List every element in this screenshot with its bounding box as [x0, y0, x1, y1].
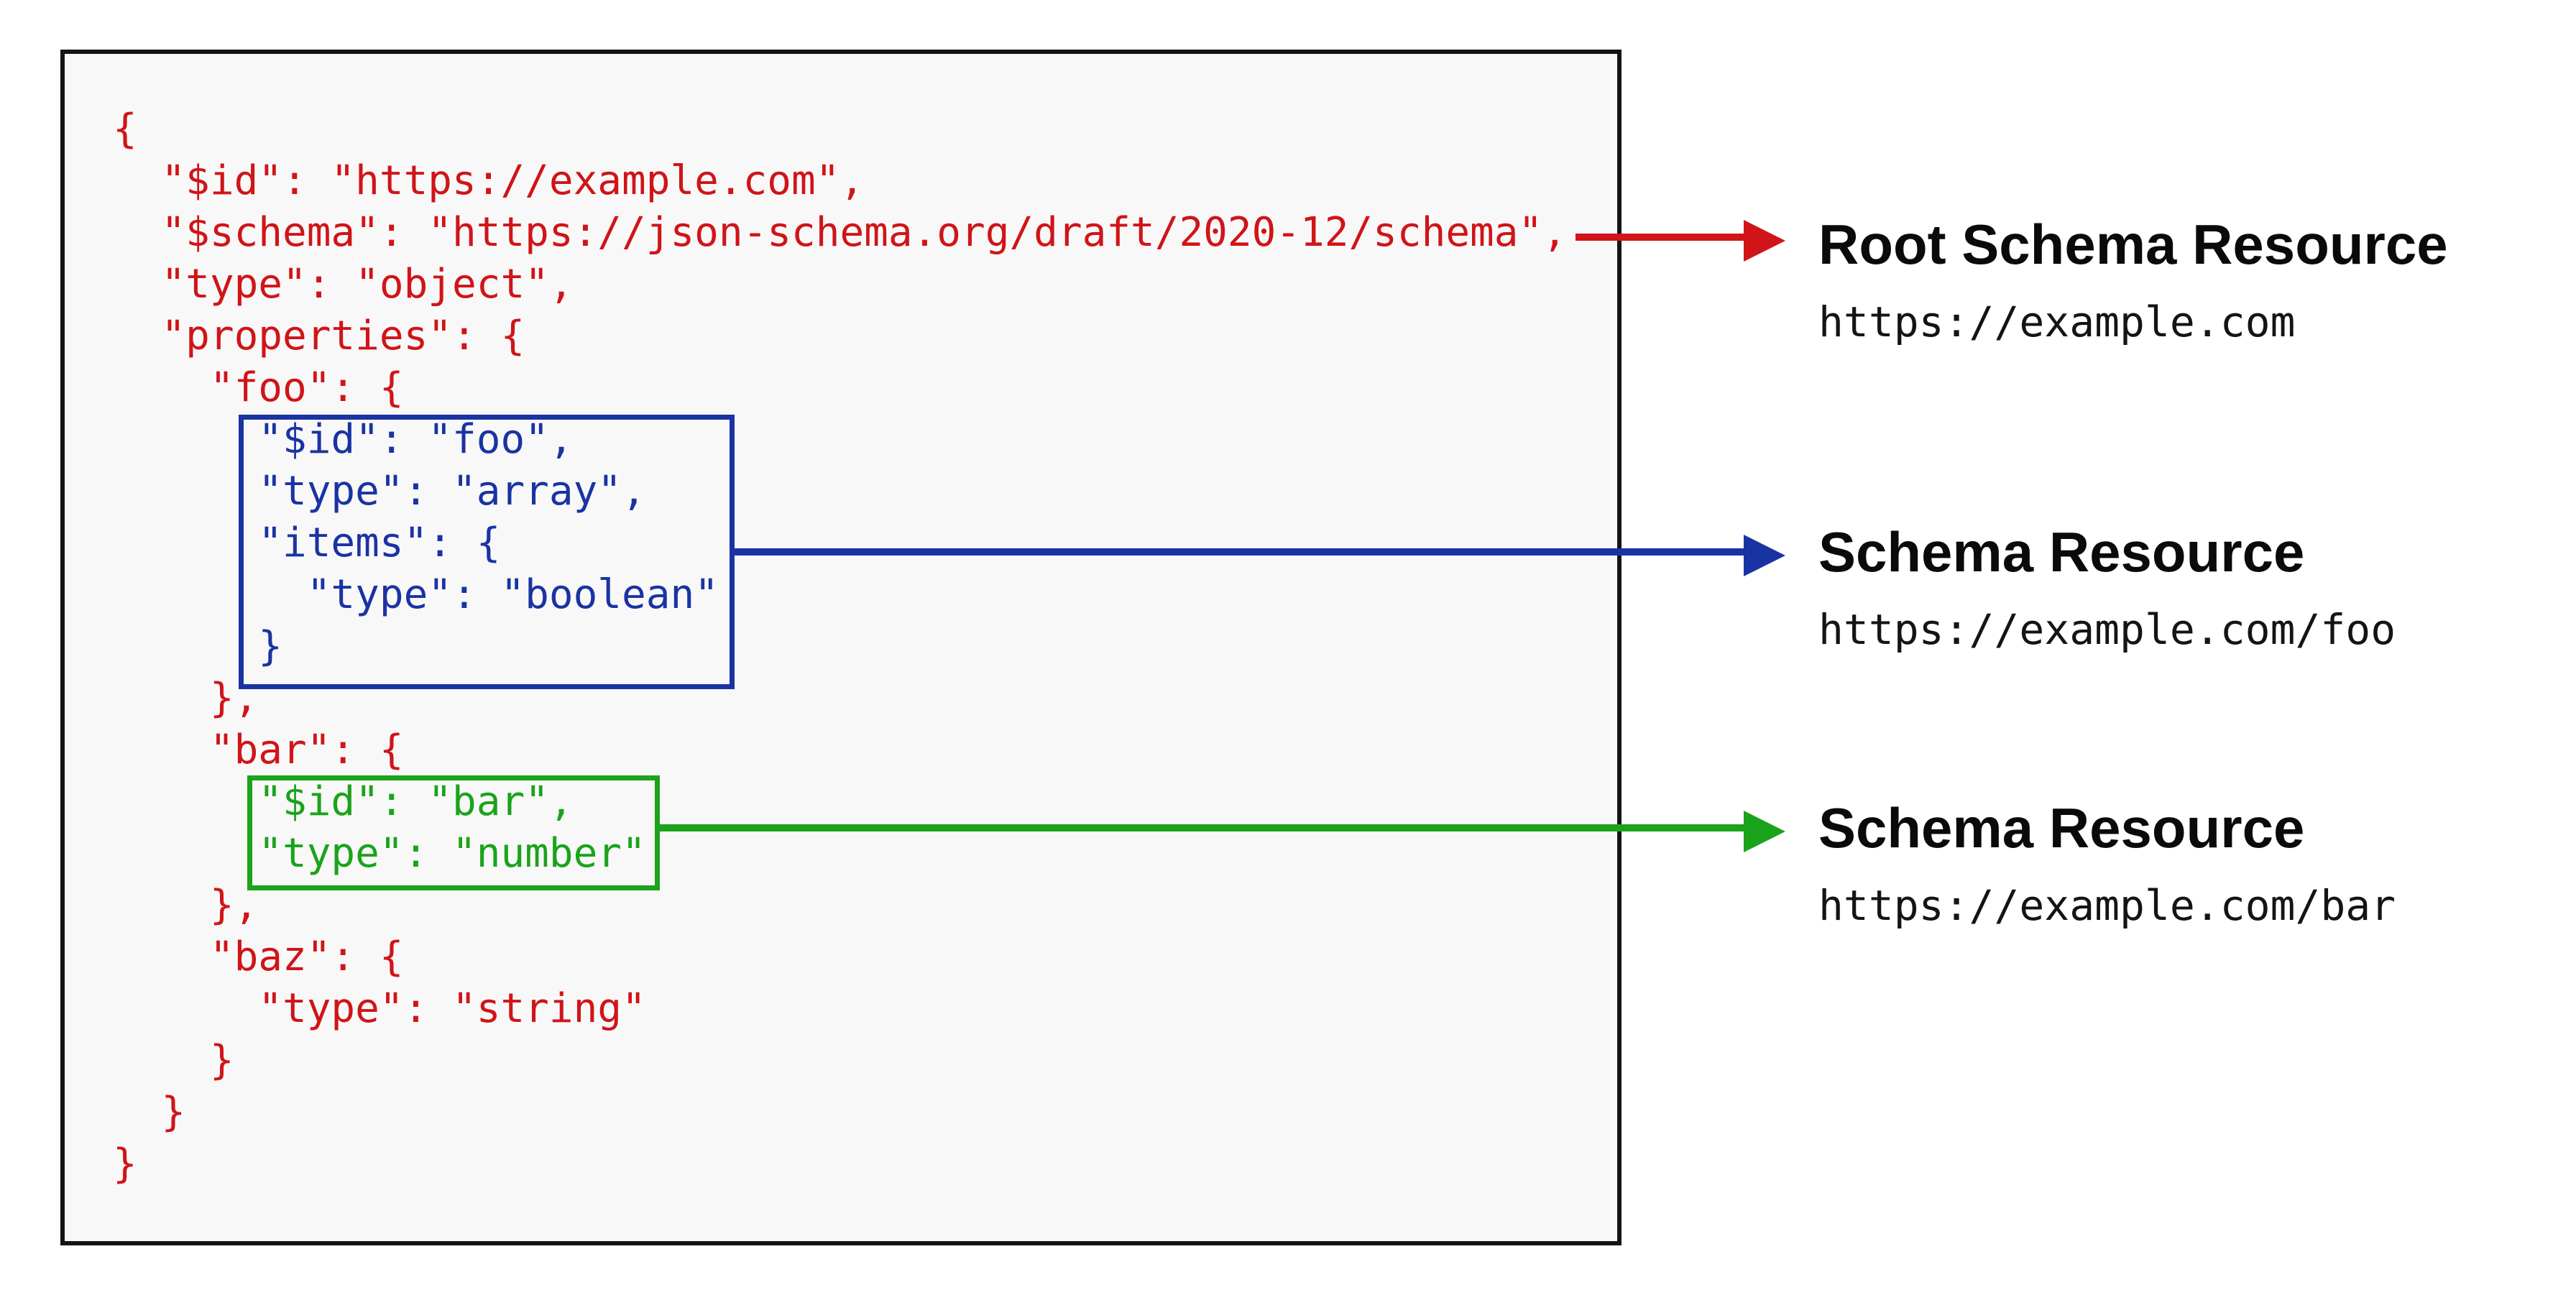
blue-arrow — [735, 548, 1748, 556]
code-line: "type": "object", — [113, 261, 574, 308]
code-line: "bar": { — [113, 727, 404, 773]
red-arrowhead-icon — [1744, 220, 1785, 262]
annotation-foo-schema-resource: Schema Resource https://example.com/foo — [1818, 519, 2396, 654]
code-line: "type": "string" — [113, 985, 646, 1032]
foo-schema-resource-box — [239, 415, 735, 689]
annotation-title: Root Schema Resource — [1818, 213, 2448, 276]
code-line: { — [113, 106, 137, 152]
code-line: "$schema": "https://json-schema.org/draf… — [113, 209, 1567, 256]
code-line: "foo": { — [113, 364, 404, 411]
bar-schema-resource-box — [247, 775, 660, 890]
code-line: "$id": "https://example.com", — [113, 157, 865, 204]
green-arrowhead-icon — [1744, 811, 1785, 852]
annotation-url: https://example.com/bar — [1818, 881, 2396, 930]
blue-arrowhead-icon — [1744, 535, 1785, 576]
code-line: "type": "boolean" — [113, 571, 719, 618]
annotation-title: Schema Resource — [1818, 520, 2305, 584]
code-line: "properties": { — [113, 313, 525, 359]
schema-document-panel — [60, 50, 1622, 1245]
json-code: { "$id": "https://example.com", "$schema… — [113, 103, 1567, 1190]
annotation-bar-schema-resource: Schema Resource https://example.com/bar — [1818, 795, 2396, 930]
code-line: }, — [113, 675, 259, 722]
code-line: "type": "number" — [113, 830, 646, 877]
code-line: } — [113, 1140, 137, 1187]
code-line: } — [113, 1089, 186, 1135]
code-line: "items": { — [113, 520, 501, 566]
code-line: "$id": "bar", — [113, 778, 574, 825]
code-line: } — [113, 623, 283, 670]
code-line: "baz": { — [113, 934, 404, 980]
code-line: "type": "array", — [113, 468, 646, 515]
annotation-root-schema-resource: Root Schema Resource https://example.com — [1818, 211, 2448, 346]
annotation-url: https://example.com/foo — [1818, 605, 2396, 654]
code-line: "$id": "foo", — [113, 416, 574, 463]
annotation-title: Schema Resource — [1818, 796, 2305, 860]
annotation-url: https://example.com — [1818, 298, 2296, 346]
green-arrow — [660, 824, 1748, 831]
red-arrow — [1576, 234, 1748, 241]
code-line: } — [113, 1037, 234, 1084]
